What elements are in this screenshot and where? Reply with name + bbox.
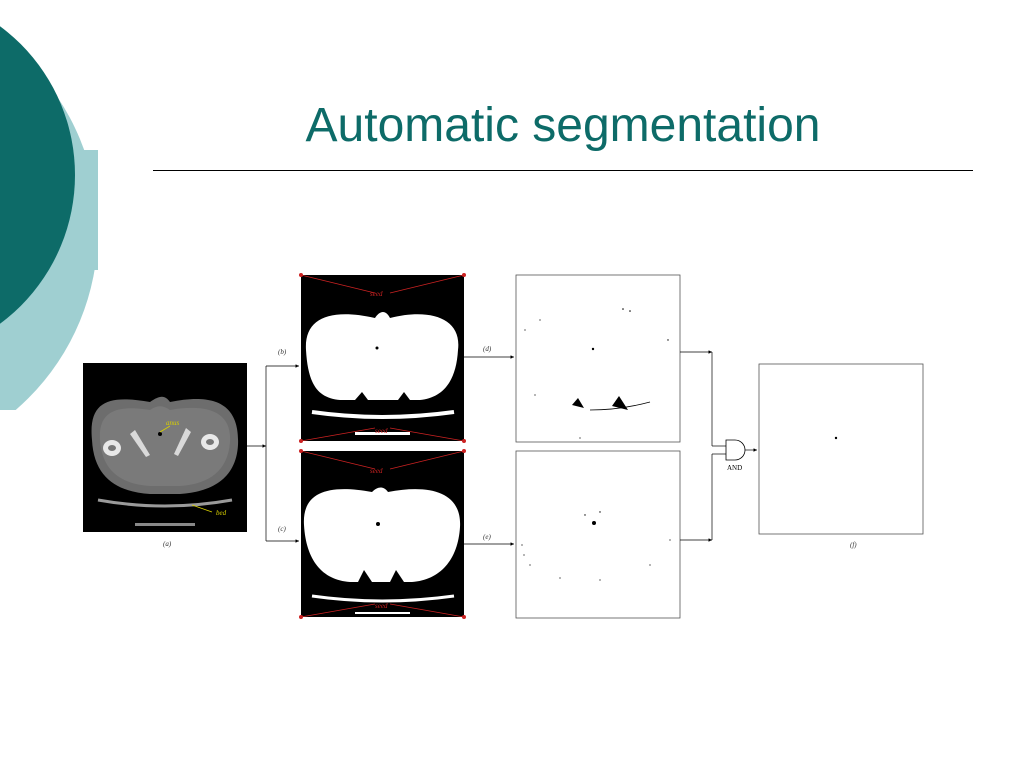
arrows-to-d-e	[464, 355, 514, 546]
caption-b: (b)	[278, 348, 287, 356]
seed-label-c-top: seed	[370, 467, 383, 475]
final-result-image-f	[758, 363, 924, 535]
dark-teal-circle	[0, 26, 75, 324]
and-gate-label: AND	[727, 464, 742, 472]
and-gate-symbol	[725, 439, 746, 461]
seed-label-b-bottom: seed	[375, 427, 388, 435]
bed-label: bed	[216, 509, 227, 517]
ct-scan-image	[83, 363, 247, 532]
result-image-e	[515, 450, 681, 619]
title-underline	[153, 170, 973, 171]
caption-e: (e)	[483, 533, 491, 541]
light-teal-tab	[75, 150, 98, 270]
caption-a: (a)	[163, 540, 172, 548]
slide-title: Automatic segmentation	[305, 99, 821, 152]
caption-d: (d)	[483, 345, 492, 353]
decorative-circles	[0, 26, 98, 410]
anus-label: anus	[166, 419, 180, 427]
caption-c: (c)	[278, 525, 286, 533]
seed-label-b-top: seed	[370, 290, 383, 298]
threshold-image-c	[299, 449, 466, 619]
branch-arrows-a	[247, 364, 299, 543]
threshold-image-b	[299, 273, 466, 443]
arrows-to-and-gate	[680, 350, 757, 542]
caption-f: (f)	[850, 541, 857, 549]
seed-label-c-bottom: seed	[375, 602, 388, 610]
result-image-d	[515, 274, 681, 443]
